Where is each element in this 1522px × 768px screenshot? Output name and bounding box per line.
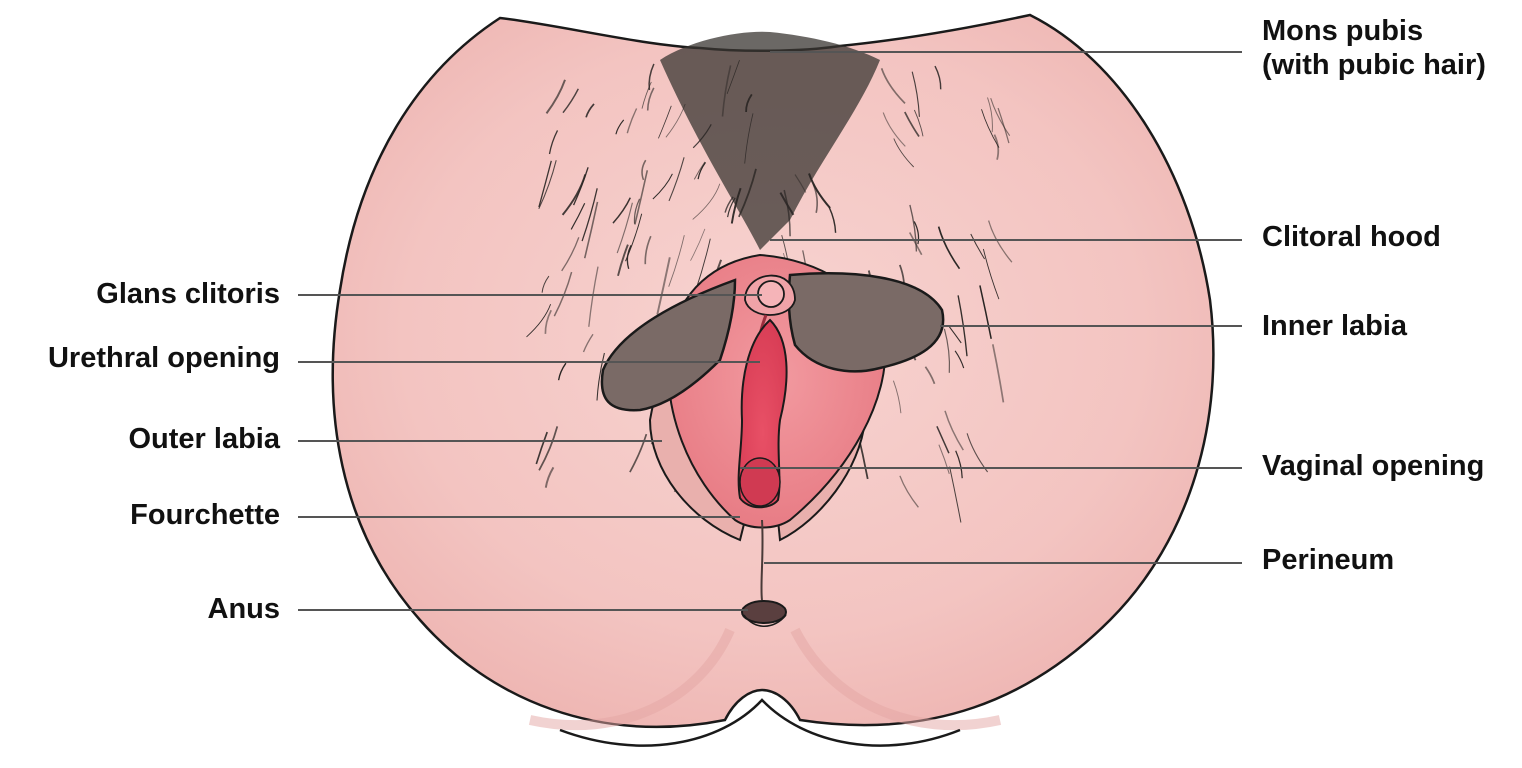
- label-perineum: Perineum: [1262, 543, 1394, 577]
- label-urethral-opening: Urethral opening: [48, 341, 280, 375]
- label-outer-labia: Outer labia: [129, 422, 281, 456]
- vaginal-opening: [740, 458, 780, 506]
- label-mons-pubis-line2: (with pubic hair): [1262, 48, 1486, 82]
- label-fourchette: Fourchette: [130, 498, 280, 532]
- label-glans-clitoris: Glans clitoris: [96, 277, 280, 311]
- label-clitoral-hood: Clitoral hood: [1262, 220, 1441, 254]
- label-anus: Anus: [208, 592, 281, 626]
- label-inner-labia: Inner labia: [1262, 309, 1407, 343]
- label-mons-pubis: Mons pubis (with pubic hair): [1262, 14, 1486, 82]
- perineum: [761, 520, 762, 600]
- label-vaginal-opening: Vaginal opening: [1262, 449, 1484, 483]
- label-mons-pubis-line1: Mons pubis: [1262, 14, 1486, 48]
